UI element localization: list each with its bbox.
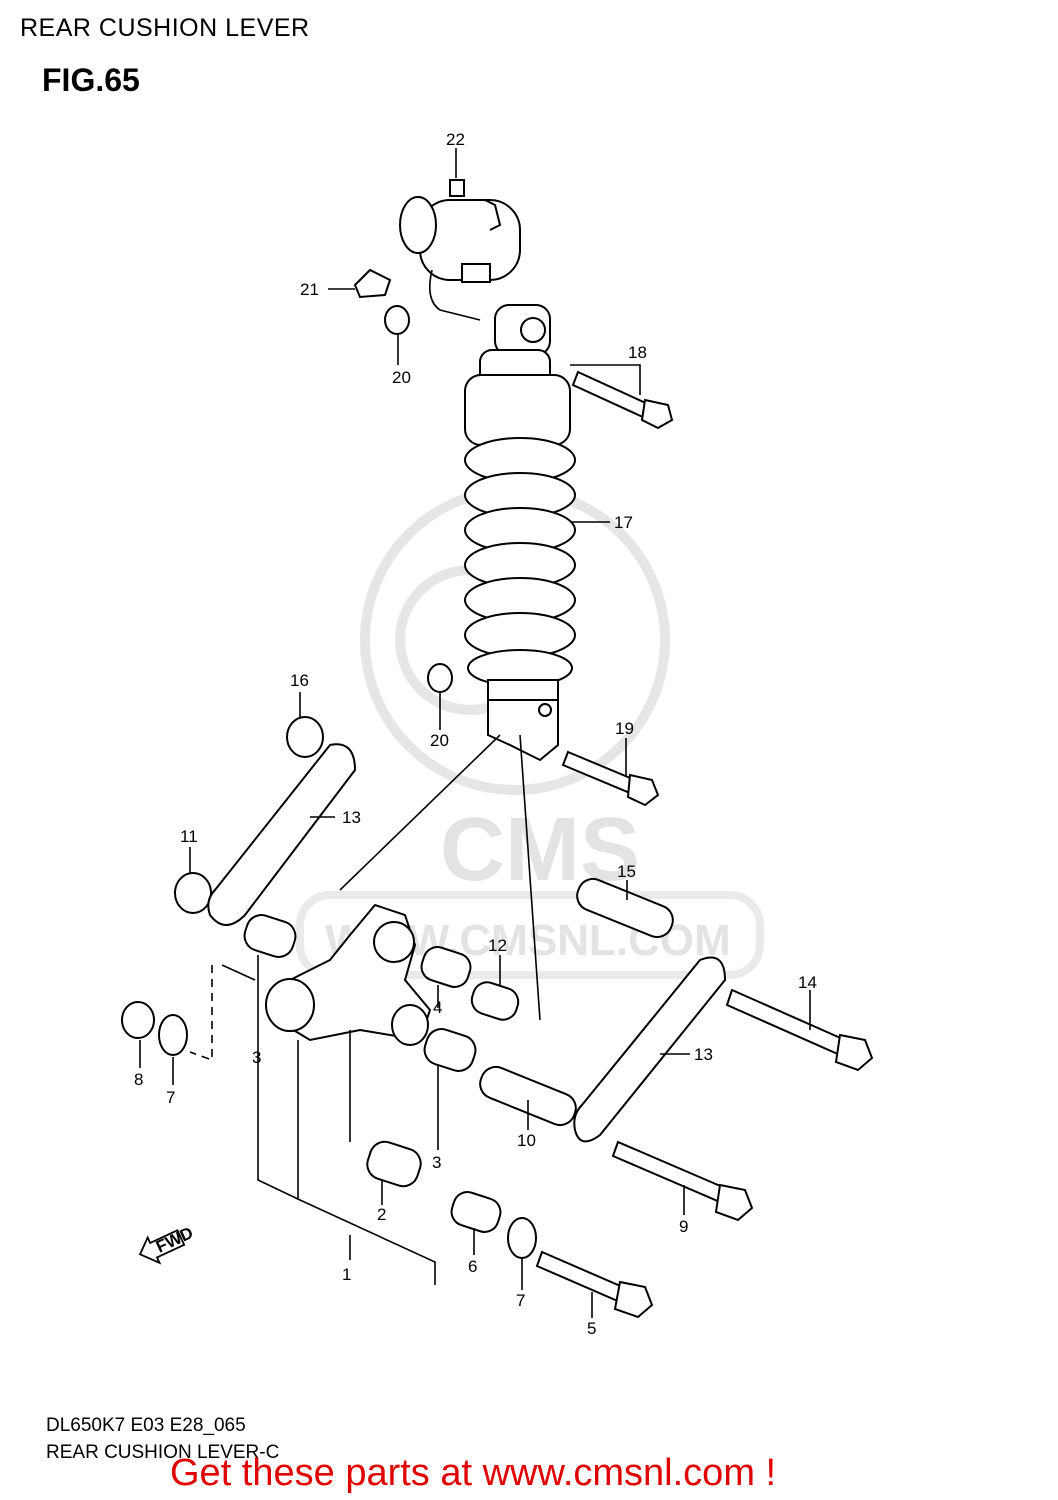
callout-7-right: 7	[516, 1291, 525, 1310]
nut-20-upper	[384, 305, 410, 335]
callout-9: 9	[679, 1217, 688, 1236]
callout-15: 15	[617, 862, 636, 881]
fwd-label: FWD	[153, 1223, 196, 1257]
callout-19: 19	[615, 719, 634, 738]
cushion-lever-1	[265, 903, 432, 1046]
diagram-code: DL650K7 E03 E28_065	[46, 1415, 246, 1436]
spacer-6	[450, 1191, 502, 1233]
callout-13-lower: 13	[694, 1045, 713, 1064]
callout-3-left: 3	[252, 1048, 261, 1067]
washer-7-right	[507, 1217, 537, 1259]
bearing-3-left	[243, 914, 297, 958]
callout-10: 10	[517, 1131, 536, 1150]
figure-number: FIG.65	[42, 62, 140, 98]
diagram-title: REAR CUSHION LEVER	[20, 14, 310, 42]
callout-12: 12	[488, 936, 507, 955]
leader-lines	[139, 148, 811, 1318]
bolt-22	[449, 179, 465, 197]
callout-21: 21	[300, 280, 319, 299]
nut-20-lower	[427, 663, 453, 693]
nut-8	[121, 1001, 155, 1039]
forward-arrow-icon: FWD	[138, 1223, 196, 1265]
callout-6: 6	[468, 1257, 477, 1276]
shock-spring	[464, 437, 576, 687]
callout-17: 17	[614, 513, 633, 532]
bolt-14	[725, 988, 874, 1072]
callout-20-upper: 20	[392, 368, 411, 387]
spacer-12	[470, 981, 520, 1021]
callout-1: 1	[342, 1265, 351, 1284]
spacer-4	[420, 946, 472, 988]
callout-2: 2	[377, 1205, 386, 1224]
bolt-5	[535, 1250, 654, 1319]
cushion-rod-13-upper	[207, 743, 357, 926]
callout-18: 18	[628, 343, 647, 362]
callout-5: 5	[587, 1319, 596, 1338]
washer-7-left	[158, 1014, 188, 1056]
cta-banner-link[interactable]: Get these parts at www.cmsnl.com !	[170, 1452, 777, 1494]
callout-labels: 22 21 20 18 17 16 20 19 13 11 15 12 14 4…	[134, 130, 817, 1338]
callout-14: 14	[798, 973, 817, 992]
bearing-3-right	[423, 1028, 477, 1072]
shock-reservoir	[399, 196, 521, 321]
callout-4: 4	[433, 998, 442, 1017]
bolt-18	[571, 370, 674, 430]
nut-16	[286, 716, 324, 758]
callout-3-right: 3	[432, 1153, 441, 1172]
callout-8: 8	[134, 1070, 143, 1089]
clamp-21	[353, 268, 392, 299]
callout-11: 11	[180, 827, 198, 846]
spacer-10	[479, 1065, 577, 1127]
nut-11	[174, 872, 212, 914]
bolt-19	[561, 750, 660, 807]
callout-16: 16	[290, 671, 309, 690]
callout-13-upper: 13	[342, 808, 361, 827]
callout-20-lower: 20	[430, 731, 449, 750]
spacer-15	[576, 877, 674, 939]
cushion-rod-13-lower	[573, 956, 727, 1143]
rear-shock-absorber	[464, 304, 576, 762]
callout-22: 22	[446, 130, 465, 149]
bearing-2	[366, 1140, 422, 1188]
bolt-9	[611, 1140, 754, 1222]
callout-7-left: 7	[166, 1088, 175, 1107]
diagram-caption: REAR CUSHION LEVER-C	[46, 1442, 280, 1463]
